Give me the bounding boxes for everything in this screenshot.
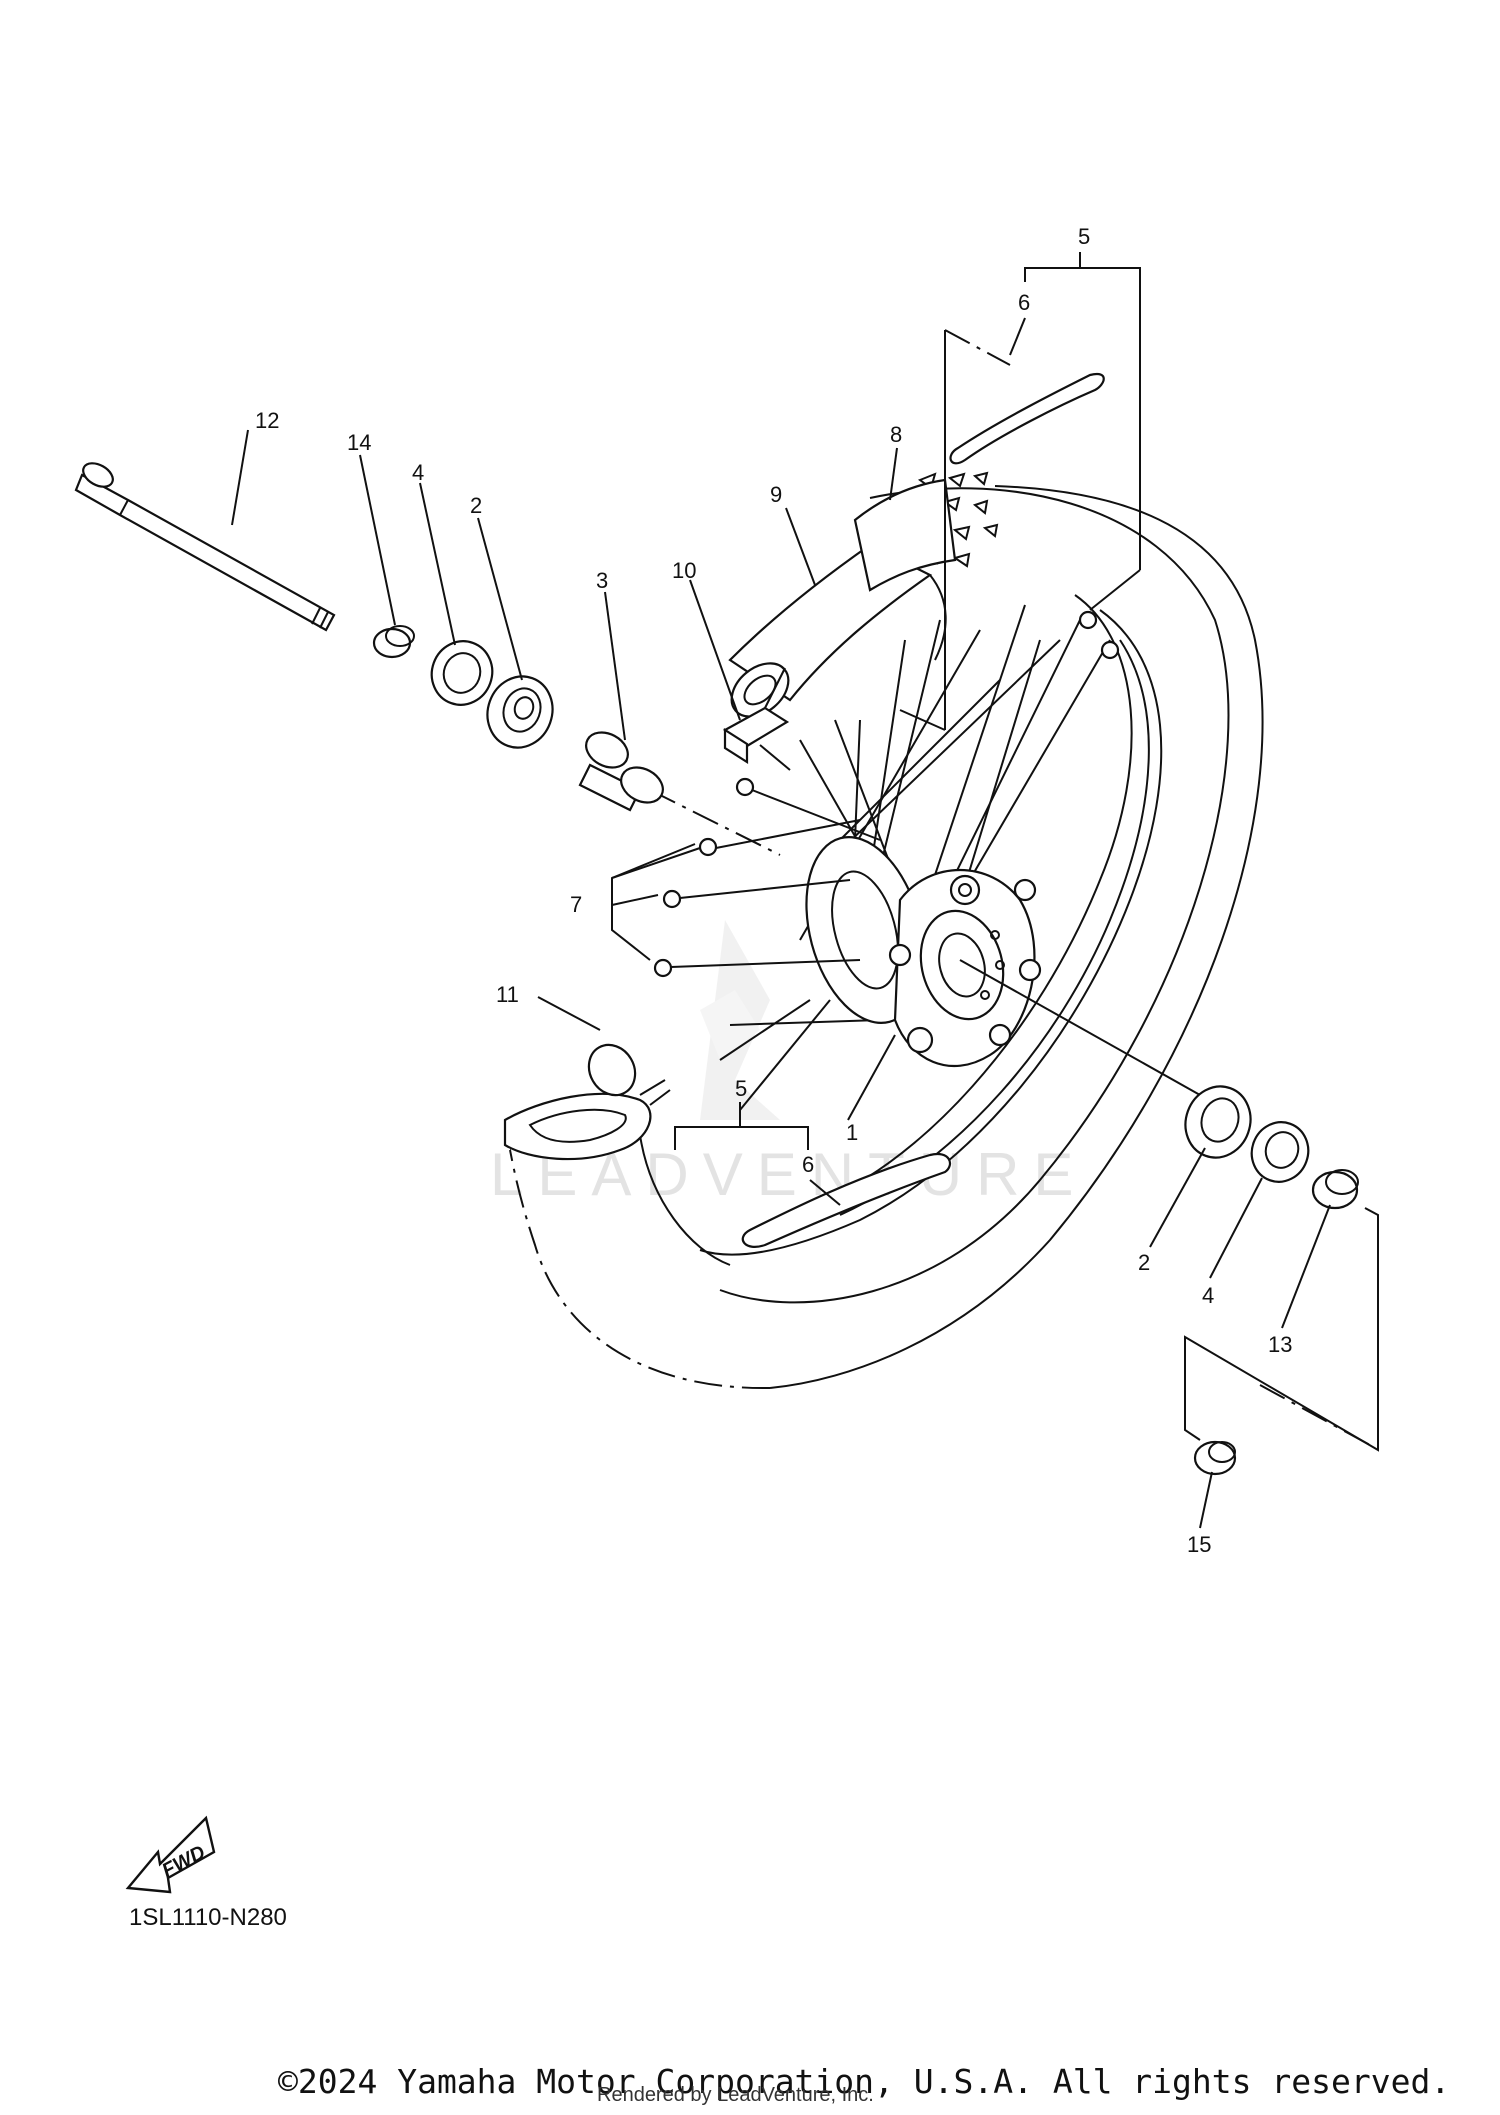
spoke-nipples bbox=[653, 610, 1120, 978]
callout-5-top: 5 bbox=[1078, 224, 1090, 249]
bearing-left bbox=[486, 675, 554, 749]
diagram-code: 1SL1110-N280 bbox=[129, 1904, 287, 1931]
callout-2-left: 2 bbox=[470, 493, 482, 518]
rim-lock bbox=[722, 667, 790, 765]
callout-11: 11 bbox=[496, 982, 519, 1007]
hub bbox=[805, 836, 1042, 1068]
copyright-notice: ©2024 Yamaha Motor Corporation, U.S.A. A… bbox=[278, 2062, 1451, 2101]
callout-labels: 5 6 8 9 10 3 2 4 14 12 7 11 5 1 6 2 4 13… bbox=[255, 224, 1292, 1557]
rim-band-top bbox=[949, 372, 1105, 465]
collar-14 bbox=[372, 625, 415, 659]
tire bbox=[509, 485, 1264, 1390]
fwd-arrow-icon: FWD bbox=[125, 1815, 216, 1894]
bearing-right bbox=[1184, 1085, 1252, 1159]
inner-tube bbox=[503, 1043, 671, 1161]
callout-2-right: 2 bbox=[1138, 1250, 1150, 1275]
collar-13 bbox=[1311, 1169, 1359, 1210]
callout-12: 12 bbox=[255, 408, 279, 433]
collar-15 bbox=[1193, 1440, 1237, 1476]
oil-seal-right bbox=[1250, 1121, 1310, 1183]
callout-4-left: 4 bbox=[412, 460, 424, 485]
fwd-label: FWD bbox=[158, 1841, 209, 1882]
callout-5-bottom: 5 bbox=[735, 1076, 747, 1101]
callout-3: 3 bbox=[596, 568, 608, 593]
callout-10: 10 bbox=[672, 558, 696, 583]
oil-seal-left bbox=[430, 640, 494, 706]
tube-section bbox=[728, 478, 957, 718]
callout-14: 14 bbox=[347, 430, 371, 455]
callout-8: 8 bbox=[890, 422, 902, 447]
spacer bbox=[578, 731, 664, 812]
callout-13: 13 bbox=[1268, 1332, 1292, 1357]
callout-1: 1 bbox=[846, 1120, 858, 1145]
callout-6-top: 6 bbox=[1018, 290, 1030, 315]
callout-6-bottom: 6 bbox=[802, 1152, 814, 1177]
callout-15: 15 bbox=[1187, 1532, 1211, 1557]
rim-band-bottom bbox=[741, 1152, 952, 1248]
callout-4-right: 4 bbox=[1202, 1283, 1214, 1308]
axle bbox=[74, 462, 336, 632]
callout-9: 9 bbox=[770, 482, 782, 507]
callout-7: 7 bbox=[570, 892, 582, 917]
rendered-by-credit: Rendered by LeadVenture, Inc. bbox=[597, 2084, 874, 2106]
